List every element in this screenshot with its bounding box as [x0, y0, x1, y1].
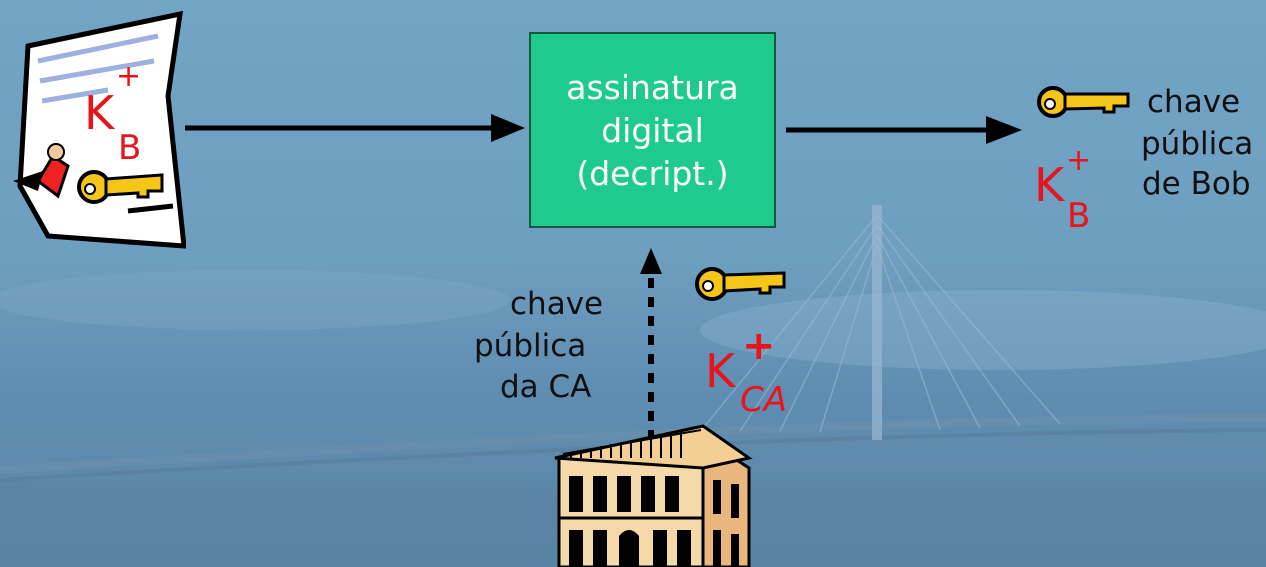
right-label-line-1: chave	[1147, 84, 1241, 120]
right-label-line-2: pública	[1141, 126, 1254, 162]
cert-key-letter: K	[84, 86, 115, 140]
right-label-line-3: de Bob	[1142, 166, 1251, 202]
cert-key-sub: B	[118, 128, 142, 168]
digital-signature-box: assinatura digital (decript.)	[529, 32, 776, 228]
bob-key-sup: +	[1066, 143, 1092, 178]
key-icon	[695, 267, 786, 301]
ca-key-sub: CA	[740, 380, 787, 420]
arrow-right	[185, 114, 525, 142]
ca-key-letter: K	[705, 344, 736, 398]
bob-key-sub: B	[1067, 196, 1091, 236]
ca-building-icon	[554, 424, 753, 567]
box-line-2: digital	[601, 110, 704, 150]
ca-label-line-2: pública	[474, 328, 587, 364]
box-line-1: assinatura	[566, 67, 739, 107]
bob-key-letter: K	[1034, 158, 1065, 212]
ca-label-line-1: chave	[510, 286, 604, 322]
ca-key-sup: +	[742, 323, 776, 369]
box-line-3: (decript.)	[576, 153, 729, 193]
key-icon	[1037, 86, 1130, 118]
cert-key-sup: +	[116, 59, 142, 94]
arrow-right	[786, 116, 1022, 144]
key-icon	[77, 170, 164, 204]
dotted-arrow-up	[640, 248, 662, 438]
ca-label-line-3: da CA	[500, 369, 592, 405]
